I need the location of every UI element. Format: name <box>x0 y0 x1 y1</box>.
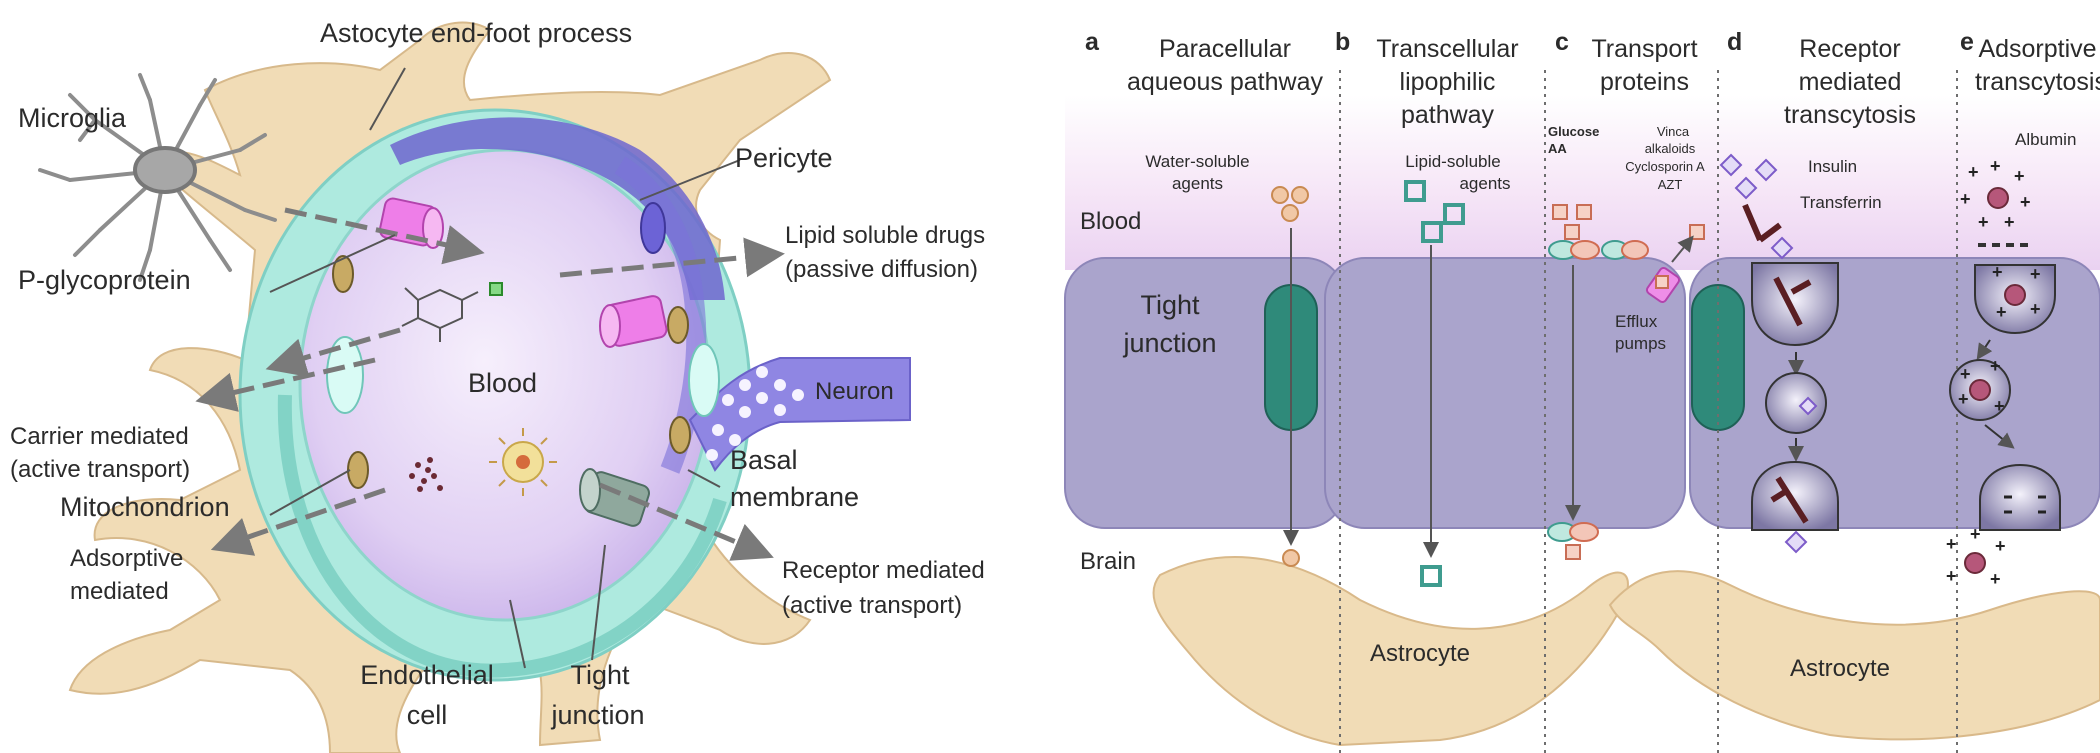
astrocyte-feet <box>1152 556 2100 747</box>
svg-text:+: + <box>1994 396 2005 416</box>
tight-junction-label-2: junction <box>551 700 645 730</box>
mitochondria <box>332 255 691 489</box>
neuron <box>688 357 911 472</box>
vinca-label: Vinca <box>1656 124 1690 139</box>
alkaloids-label: alkaloids <box>1644 141 1696 156</box>
panel-d-title-2: mediated <box>1798 68 1902 96</box>
oval-organelle <box>640 202 666 254</box>
tight-junction-label-1: Tight <box>570 660 630 690</box>
svg-text:+: + <box>1996 302 2007 322</box>
svg-text:+: + <box>1992 262 2003 282</box>
panel-b-title-1: Transcellular <box>1376 35 1519 63</box>
lipid-soluble-label-1: Lipid soluble drugs <box>785 222 986 249</box>
basal-label-2: membrane <box>730 482 860 512</box>
tight-junction-right-1: Tight <box>1140 290 1200 320</box>
svg-text:+: + <box>2014 166 2025 186</box>
svg-text:+: + <box>2030 299 2041 319</box>
nanoparticle <box>489 428 557 496</box>
svg-text:+: + <box>1946 534 1957 554</box>
svg-text:+: + <box>1970 524 1981 544</box>
microglia-label: Microglia <box>18 103 127 133</box>
efflux-label-2: pumps <box>1615 334 1667 353</box>
svg-text:+: + <box>1990 156 2001 176</box>
panel-c-title-2: proteins <box>1600 68 1689 96</box>
lipid-soluble-label-2: (passive diffusion) <box>785 256 978 283</box>
carrier-proteins <box>1547 204 1705 560</box>
svg-text:+: + <box>2004 212 2015 232</box>
panel-c-title-1: Transport <box>1591 35 1698 63</box>
carrier-label-1: Carrier mediated <box>10 423 189 450</box>
blood-label-left: Blood <box>468 368 538 398</box>
water-soluble-label-1: Water-soluble <box>1145 152 1250 171</box>
endothelial-label-2: cell <box>406 700 448 730</box>
glucose-molecule <box>401 282 503 342</box>
adsorptive-label-2: mediated <box>70 578 169 605</box>
adsorptive-particles <box>409 457 443 492</box>
pericyte-label: Pericyte <box>735 143 833 173</box>
lipid-soluble-right-2: agents <box>1459 174 1511 193</box>
astrocyte-endfoot-label: Astocyte end-foot process <box>320 18 633 48</box>
panel-e-title-1: Adsorptive <box>1978 35 2097 63</box>
receptor-transcytosis <box>1719 153 1839 554</box>
svg-text:+: + <box>1960 364 1971 384</box>
svg-text:+: + <box>1990 356 2001 376</box>
aa-label: AA <box>1548 141 1567 156</box>
neuron-label: Neuron <box>815 378 894 405</box>
cyclosporin-label: Cyclosporin A <box>1625 159 1705 174</box>
carrier-label-2: (active transport) <box>10 456 191 483</box>
panel-letter-d: d <box>1727 28 1743 56</box>
receptor-label-2: (active transport) <box>782 592 963 619</box>
adsorptive-transcytosis: +++ ++++ ++++ ++++ +++ ++ <box>1946 156 2061 589</box>
panel-letter-a: a <box>1085 28 1099 56</box>
svg-text:+: + <box>1990 569 2001 589</box>
panel-a-title-1: Paracellular <box>1158 35 1291 63</box>
svg-text:+: + <box>1968 162 1979 182</box>
water-soluble-label-2: agents <box>1171 174 1224 193</box>
panel-b-title-2: lipophilic <box>1399 68 1496 96</box>
svg-text:+: + <box>1960 189 1971 209</box>
panel-d-title-3: transcytosis <box>1784 101 1916 129</box>
panel-letter-e: e <box>1960 28 1974 56</box>
panel-b-title-3: pathway <box>1400 101 1495 129</box>
transcellular-transport <box>1404 180 1465 587</box>
adsorptive-label-1: Adsorptive <box>70 545 184 572</box>
tight-junctions <box>1264 284 1745 431</box>
panel-a-title-2: aqueous pathway <box>1127 68 1323 96</box>
albumin-label: Albumin <box>2015 130 2077 149</box>
basal-label-1: Basal <box>730 445 798 475</box>
paracellular-transport <box>1271 186 1309 567</box>
svg-text:+: + <box>1995 536 2006 556</box>
efflux-label-1: Efflux <box>1615 312 1658 331</box>
astrocyte-label-2: Astrocyte <box>1790 655 1891 682</box>
lipid-channel <box>599 295 668 348</box>
lipid-soluble-right-1: Lipid-soluble <box>1405 152 1501 171</box>
azt-label: AZT <box>1657 177 1683 192</box>
endothelial-label-1: Endothelial <box>360 660 494 690</box>
brain-label: Brain <box>1080 548 1137 575</box>
mitochondrion-label: Mitochondrion <box>60 492 230 522</box>
svg-text:+: + <box>2020 192 2031 212</box>
svg-text:+: + <box>1978 212 1989 232</box>
glucose-label: Glucose <box>1548 124 1600 139</box>
astrocyte-label-1: Astrocyte <box>1370 640 1471 667</box>
nuclei <box>326 336 720 417</box>
receptor-label-1: Receptor mediated <box>782 557 985 584</box>
blood-label-right: Blood <box>1080 208 1142 235</box>
tight-junction-right-2: junction <box>1123 328 1217 358</box>
panel-letter-c: c <box>1555 28 1569 56</box>
p-glycoprotein-label: P-glycoprotein <box>18 265 191 295</box>
microglia <box>38 73 277 282</box>
svg-text:+: + <box>1958 389 1969 409</box>
svg-text:+: + <box>2030 264 2041 284</box>
panel-letter-b: b <box>1335 28 1351 56</box>
svg-text:+: + <box>1946 566 1957 586</box>
arrows-left <box>195 207 785 561</box>
panel-d-title-1: Receptor <box>1799 35 1901 63</box>
leader-lines <box>269 67 741 669</box>
panel-e-title-2: transcytosis <box>1975 68 2100 96</box>
insulin-label: Insulin <box>1808 157 1858 176</box>
transferrin-label: Transferrin <box>1800 193 1882 212</box>
panel-separators <box>1339 70 1958 753</box>
